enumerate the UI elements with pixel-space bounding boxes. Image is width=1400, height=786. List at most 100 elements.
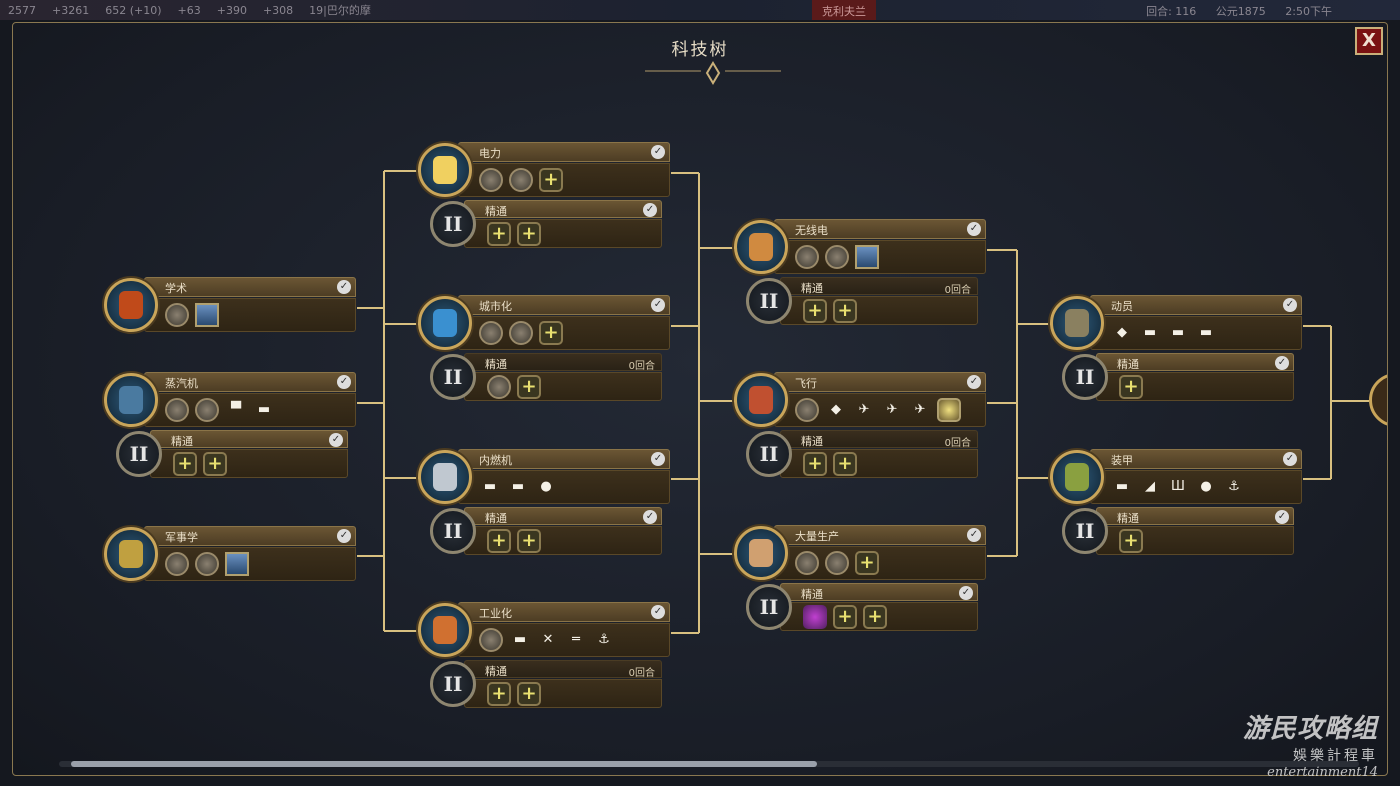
city-banner[interactable]: 克利夫兰 [812,0,876,20]
unit-unlock-icon[interactable]: ⚓ [1228,479,1240,494]
bonus-plus-icon[interactable]: + [173,451,197,476]
building-unlock-icon[interactable] [165,303,189,327]
mastery-roman-ii-icon: II [746,584,792,630]
year: 公元1875 [1215,5,1266,18]
bulb-unlock-icon[interactable] [937,398,961,422]
mobilization-icon [1050,296,1104,350]
unit-unlock-icon[interactable]: ✈ [914,402,926,417]
building-unlock-icon[interactable] [509,168,533,192]
building-unlock-icon[interactable] [479,168,503,192]
bonus-plus-icon[interactable]: + [517,221,541,246]
bonus-plus-icon[interactable]: + [517,528,541,553]
scrollbar-thumb[interactable] [71,761,817,767]
building-unlock-icon[interactable] [825,245,849,269]
building-unlock-icon[interactable] [165,398,189,422]
mastery-node[interactable]: II 精通✓ ++ [746,583,978,631]
bonus-plus-icon[interactable]: + [833,451,857,476]
checkmark-icon: ✓ [1275,356,1289,370]
mastery-node[interactable]: II 精通✓ + [1062,353,1294,401]
unit-unlock-icon[interactable]: ✈ [886,402,898,417]
tech-name: 电力 [479,147,501,160]
building-unlock-icon[interactable] [195,398,219,422]
tech-node[interactable]: 军事学✓ [104,526,356,582]
unit-unlock-icon[interactable]: ◆ [1117,325,1127,340]
tech-node[interactable]: 内燃机✓ ▬▬● [418,449,670,505]
unit-unlock-icon[interactable]: ◢ [1145,479,1155,494]
building-unlock-icon[interactable] [509,321,533,345]
building-unlock-icon[interactable] [825,551,849,575]
purple-unlock-icon[interactable] [803,604,827,629]
unit-unlock-icon[interactable]: ▬ [1199,325,1213,340]
bonus-plus-icon[interactable]: + [487,528,511,553]
wonder-unlock-icon[interactable] [195,303,219,327]
bonus-plus-icon[interactable]: + [487,681,511,706]
tech-node[interactable]: 大量生产✓ + [734,525,986,581]
tech-node[interactable]: 蒸汽机✓ ▀▬ [104,372,356,428]
stat: 652 (+10) [105,3,162,17]
wonder-unlock-icon[interactable] [855,245,879,269]
bonus-plus-icon[interactable]: + [803,451,827,476]
bonus-plus-icon[interactable]: + [539,321,563,345]
tech-node[interactable]: 装甲✓ ▬◢Ш●⚓ [1050,449,1302,505]
bonus-plus-icon[interactable]: + [203,451,227,476]
building-unlock-icon[interactable] [479,628,503,652]
tech-node[interactable]: 飞行✓ ◆✈✈✈ [734,372,986,428]
checkmark-icon: ✓ [337,529,351,543]
bonus-plus-icon[interactable]: + [803,298,827,323]
unit-unlock-icon[interactable]: ▬ [511,479,525,494]
building-unlock-icon[interactable] [195,552,219,576]
bonus-plus-icon[interactable]: + [517,681,541,706]
tech-node[interactable]: 电力✓ + [418,142,670,198]
unit-unlock-icon[interactable]: ⚓ [598,632,610,647]
mastery-node[interactable]: II 精通✓ ++ [430,200,662,248]
mastery-node[interactable]: II 精通✓ ++ [116,430,348,478]
tech-node[interactable]: 无线电✓ [734,219,986,275]
tech-node[interactable]: 学术✓ [104,277,356,333]
unit-unlock-icon[interactable]: ▬ [1171,325,1185,340]
building-unlock-icon[interactable] [795,245,819,269]
unit-unlock-icon[interactable]: ✈ [858,402,870,417]
bonus-plus-icon[interactable]: + [833,298,857,323]
tech-name: 无线电 [795,224,828,237]
mastery-roman-ii-icon: II [116,431,162,477]
mastery-unlocks-row: ++ [464,679,662,708]
bonus-plus-icon[interactable]: + [1119,528,1143,553]
unit-unlock-icon[interactable]: ▬ [1115,479,1129,494]
bonus-plus-icon[interactable]: + [539,168,563,192]
tech-node[interactable]: 城市化✓ + [418,295,670,351]
unit-unlock-icon[interactable]: ● [540,479,552,494]
bonus-plus-icon[interactable]: + [1119,374,1143,399]
unit-unlock-icon[interactable]: ▬ [257,402,271,417]
building-unlock-icon[interactable] [479,321,503,345]
unit-unlock-icon[interactable]: ◆ [831,402,841,417]
bonus-plus-icon[interactable]: + [855,551,879,575]
checkmark-icon: ✓ [651,605,665,619]
unit-unlock-icon[interactable]: ▬ [1143,325,1157,340]
unit-unlock-icon[interactable]: ● [1200,479,1212,494]
close-button[interactable]: X [1355,27,1383,55]
mastery-node[interactable]: II 精通✓ ++ [430,507,662,555]
unit-unlock-icon[interactable]: Ш [1171,479,1185,494]
unit-unlock-icon[interactable]: ▬ [513,632,527,647]
tech-node[interactable]: 动员✓ ◆▬▬▬ [1050,295,1302,351]
bonus-plus-icon[interactable]: + [487,221,511,246]
unit-unlock-icon[interactable]: ▬ [483,479,497,494]
building-unlock-icon[interactable] [165,552,189,576]
horizontal-scrollbar[interactable] [59,761,1359,767]
mastery-node[interactable]: II 精通✓ + [1062,507,1294,555]
tech-node[interactable]: 工业化✓ ▬✕═⚓ [418,602,670,658]
unit-unlock-icon[interactable]: ═ [572,632,580,647]
bonus-plus-icon[interactable]: + [517,374,541,399]
unit-unlock-icon[interactable]: ✕ [542,632,554,647]
bonus-plus-icon[interactable]: + [833,604,857,629]
bonus-plus-icon[interactable]: + [863,604,887,629]
building-unlock-icon[interactable] [795,551,819,575]
wonder-unlock-icon[interactable] [225,552,249,576]
unit-unlock-icon[interactable]: ▀ [231,402,241,417]
building-unlock-icon[interactable] [487,374,511,399]
building-unlock-icon[interactable] [795,398,819,422]
